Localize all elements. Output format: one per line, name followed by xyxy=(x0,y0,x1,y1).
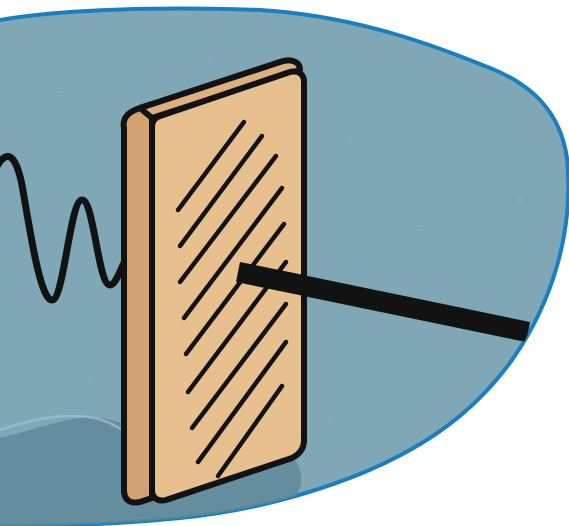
panel-side-face xyxy=(124,104,152,503)
